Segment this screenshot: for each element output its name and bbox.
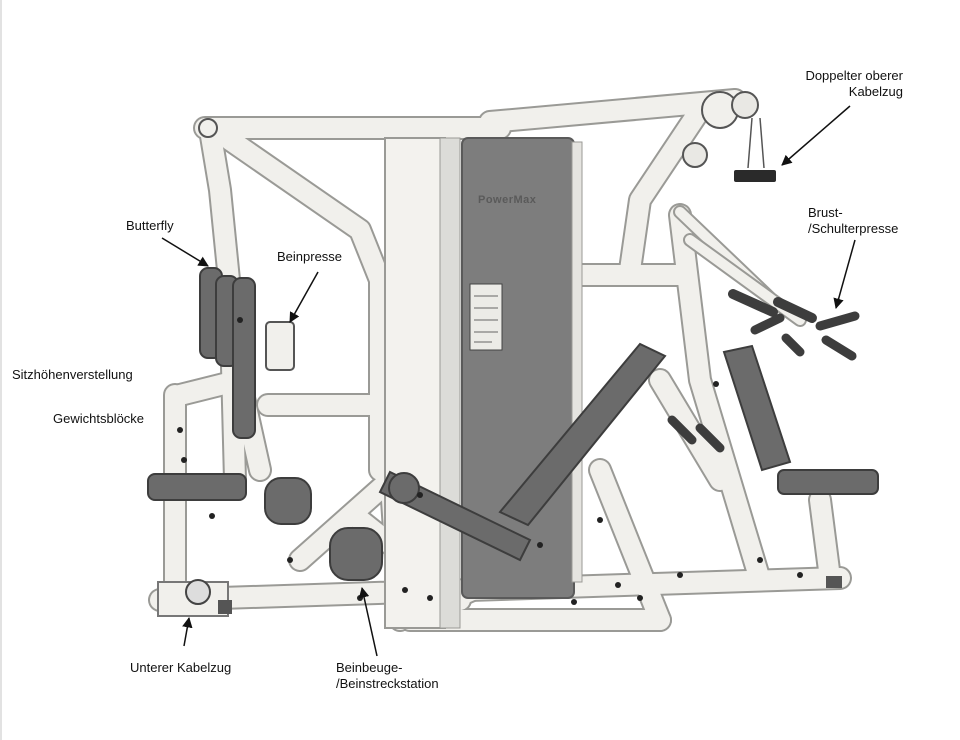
arrow-dual-high-pulley bbox=[781, 105, 851, 166]
right-seat bbox=[777, 469, 879, 588]
label-leg-curl-extension: Beinbeuge- /Beinstreckstation bbox=[336, 660, 439, 691]
label-dual-high-pulley: Doppelter oberer Kabelzug bbox=[805, 68, 903, 99]
frame-bolts bbox=[177, 317, 803, 605]
leg-roller-pads bbox=[264, 477, 383, 581]
svg-text:PowerMax: PowerMax bbox=[478, 194, 537, 206]
arrow-chest-shoulder-press bbox=[833, 239, 856, 310]
label-leg-press: Beinpresse bbox=[277, 249, 343, 264]
label-low-pulley: Unterer Kabelzug bbox=[130, 660, 232, 675]
incline-backrest bbox=[498, 342, 667, 527]
label-butterfly: Butterfly bbox=[126, 218, 174, 233]
high-pulley-handle bbox=[734, 117, 776, 182]
arrow-butterfly bbox=[161, 237, 209, 267]
label-weight-stacks: Gewichtsblöcke bbox=[53, 411, 145, 426]
arrow-leg-press bbox=[289, 271, 319, 323]
low-pulley-unit bbox=[157, 579, 232, 617]
arrow-leg-curl-extension bbox=[358, 586, 378, 657]
top-pulleys bbox=[198, 91, 759, 168]
left-seat bbox=[147, 473, 247, 501]
front-handles bbox=[667, 415, 725, 453]
arrow-low-pulley bbox=[182, 616, 193, 647]
leg-press-plate bbox=[265, 321, 295, 371]
press-arms bbox=[673, 205, 860, 361]
label-seat-height-adjustment: Sitzhöhenverstellung bbox=[12, 367, 133, 382]
leader-arrows bbox=[161, 105, 856, 657]
label-chest-shoulder-press: Brust- /Schulterpresse bbox=[808, 205, 899, 236]
page-edge-rule bbox=[0, 0, 2, 740]
weight-tower: PowerMax bbox=[384, 137, 583, 629]
right-backrest bbox=[722, 344, 792, 472]
